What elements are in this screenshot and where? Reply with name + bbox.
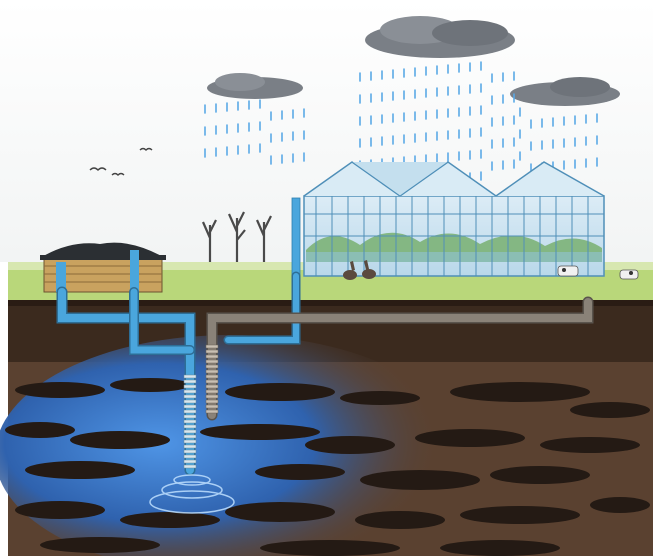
sediment-lens [225, 383, 335, 401]
sediment-lens [120, 512, 220, 528]
water-basin [40, 242, 166, 293]
tree-icon [201, 211, 272, 268]
blue-pipe [56, 271, 301, 476]
cloud-icon [207, 73, 303, 99]
sediment-lens [570, 402, 650, 418]
sediment-lens [440, 540, 560, 556]
sediment-lens [260, 540, 400, 556]
aquifer [0, 335, 465, 556]
sediment-lens [40, 537, 160, 553]
sediment-lens [460, 506, 580, 524]
sediment-lens [450, 382, 590, 402]
sediment-lens [415, 429, 525, 447]
sediment-lens [490, 466, 590, 484]
sediment-lens [540, 437, 640, 453]
sediment-lens [255, 464, 345, 480]
cloud-icon [510, 77, 620, 106]
sediment-lens [305, 436, 395, 454]
cloud-icon [365, 16, 515, 58]
sediment-lens [15, 382, 105, 398]
well-screen [183, 344, 219, 469]
sediment-lens [110, 378, 190, 392]
sediment-lens [225, 502, 335, 522]
sediment-lens [15, 501, 105, 519]
sediment-lens [5, 422, 75, 438]
cow-icon [557, 265, 639, 280]
sediment-layers [5, 378, 650, 556]
ripples [149, 474, 235, 514]
bird-icon [89, 147, 153, 176]
sediment-lens [590, 497, 650, 513]
greenhouse [291, 161, 605, 277]
sediment-lens [25, 461, 135, 479]
sediment-lens [340, 391, 420, 405]
sediment-lens [355, 511, 445, 529]
sediment-lens [70, 431, 170, 449]
goose-icon [343, 260, 376, 280]
sediment-lens [360, 470, 480, 490]
sediment-lens [200, 424, 320, 440]
